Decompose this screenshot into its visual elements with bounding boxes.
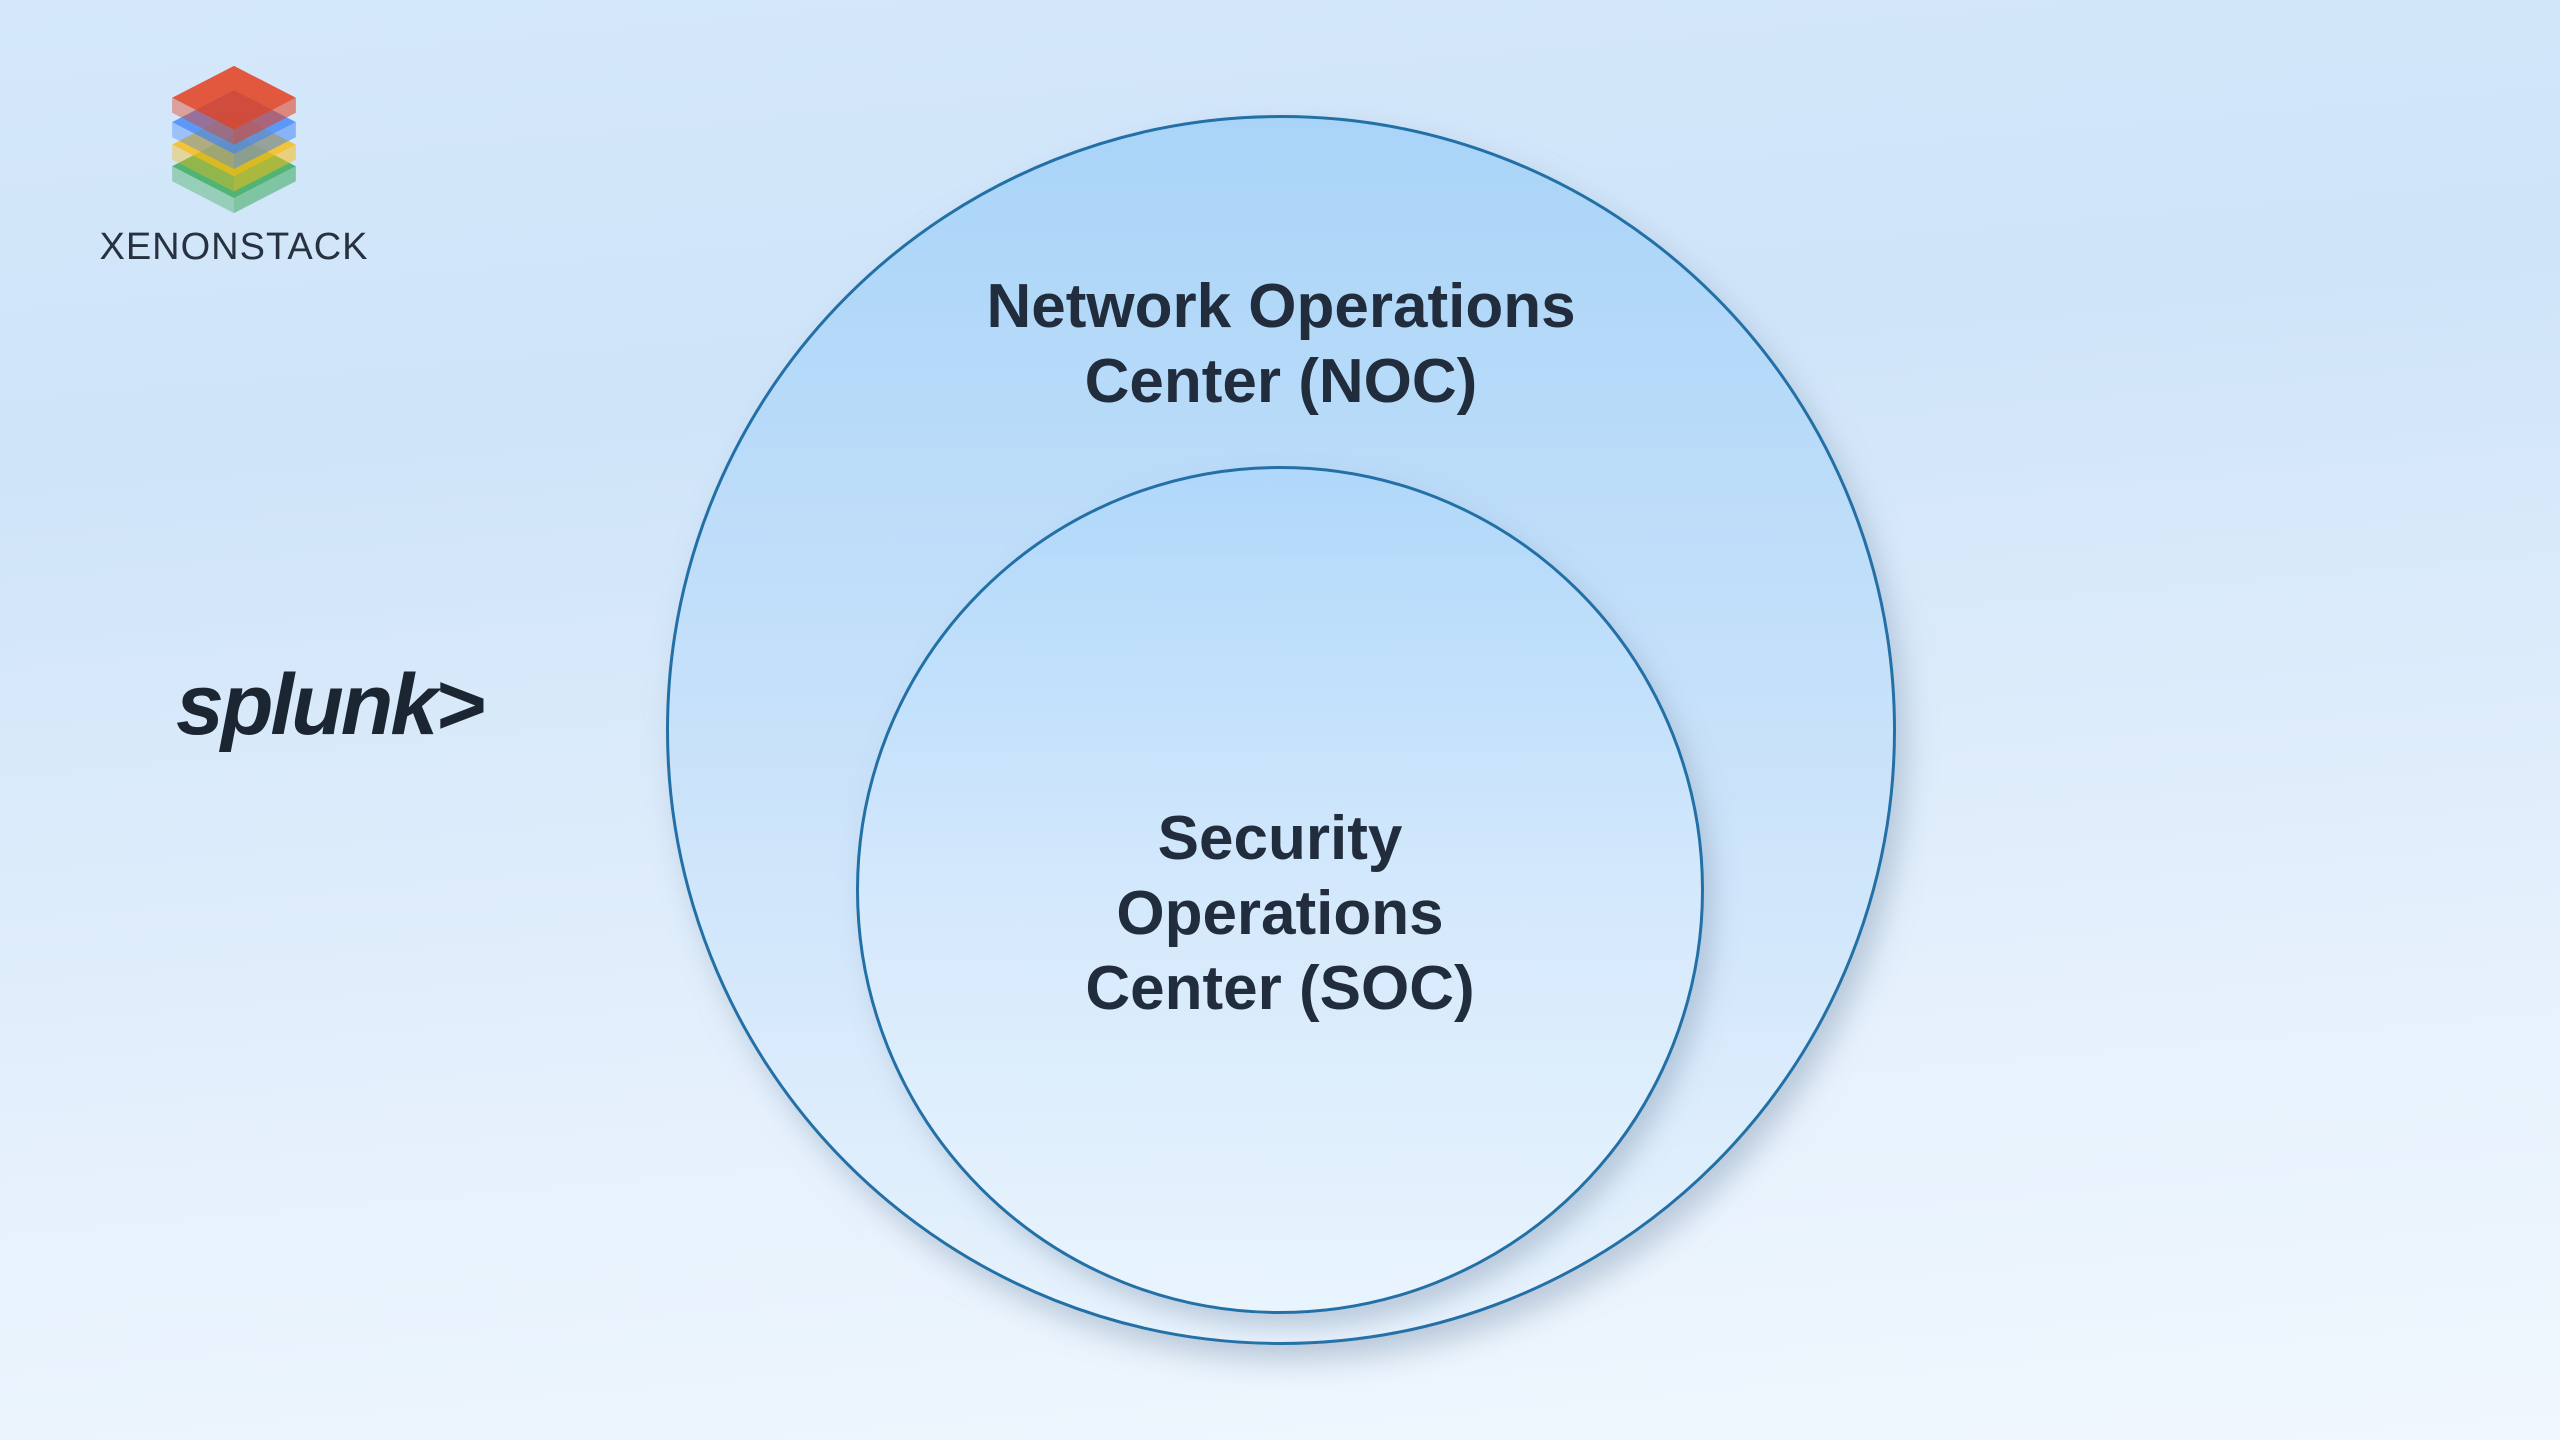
- stacked-layers-icon: [172, 65, 296, 214]
- xenonstack-logo: XENONSTACK: [84, 64, 384, 269]
- noc-circle: Network Operations Center (NOC) Security…: [666, 115, 1896, 1345]
- noc-label-line-2: Center (NOC): [1084, 347, 1478, 416]
- noc-label-line-1: Network Operations: [986, 272, 1576, 341]
- soc-label: Security Operations Center (SOC): [859, 801, 1701, 1026]
- soc-label-line-3: Center (SOC): [1085, 954, 1475, 1023]
- soc-label-line-2: Operations: [1116, 879, 1444, 948]
- splunk-wordmark: splunk>: [176, 657, 485, 753]
- xenonstack-wordmark: XENONSTACK: [99, 226, 369, 268]
- noc-label: Network Operations Center (NOC): [669, 269, 1893, 419]
- soc-label-line-1: Security: [1157, 804, 1403, 873]
- soc-circle: Security Operations Center (SOC): [856, 466, 1704, 1314]
